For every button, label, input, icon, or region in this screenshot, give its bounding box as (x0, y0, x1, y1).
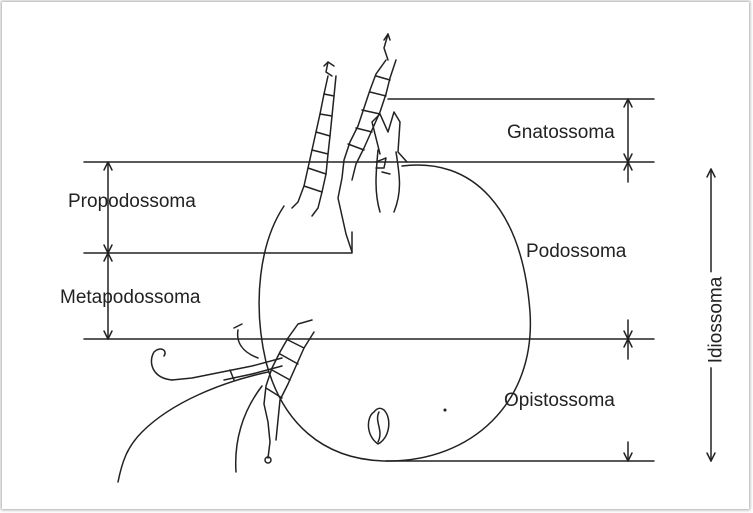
label-gnatossoma: Gnatossoma (507, 123, 615, 142)
label-opistossoma: Opistossoma (504, 391, 615, 410)
rear-legs (118, 320, 314, 482)
label-propodossoma: Propodossoma (68, 192, 196, 211)
label-idiossoma: Idiossoma (707, 273, 726, 368)
front-leg-1 (338, 34, 396, 252)
left-dimension-arrows (104, 162, 112, 339)
label-podossoma: Podossoma (526, 242, 626, 261)
right-dimension-arrows (624, 99, 632, 461)
front-leg-2 (292, 62, 336, 216)
label-metapodossoma: Metapodossoma (60, 288, 200, 307)
